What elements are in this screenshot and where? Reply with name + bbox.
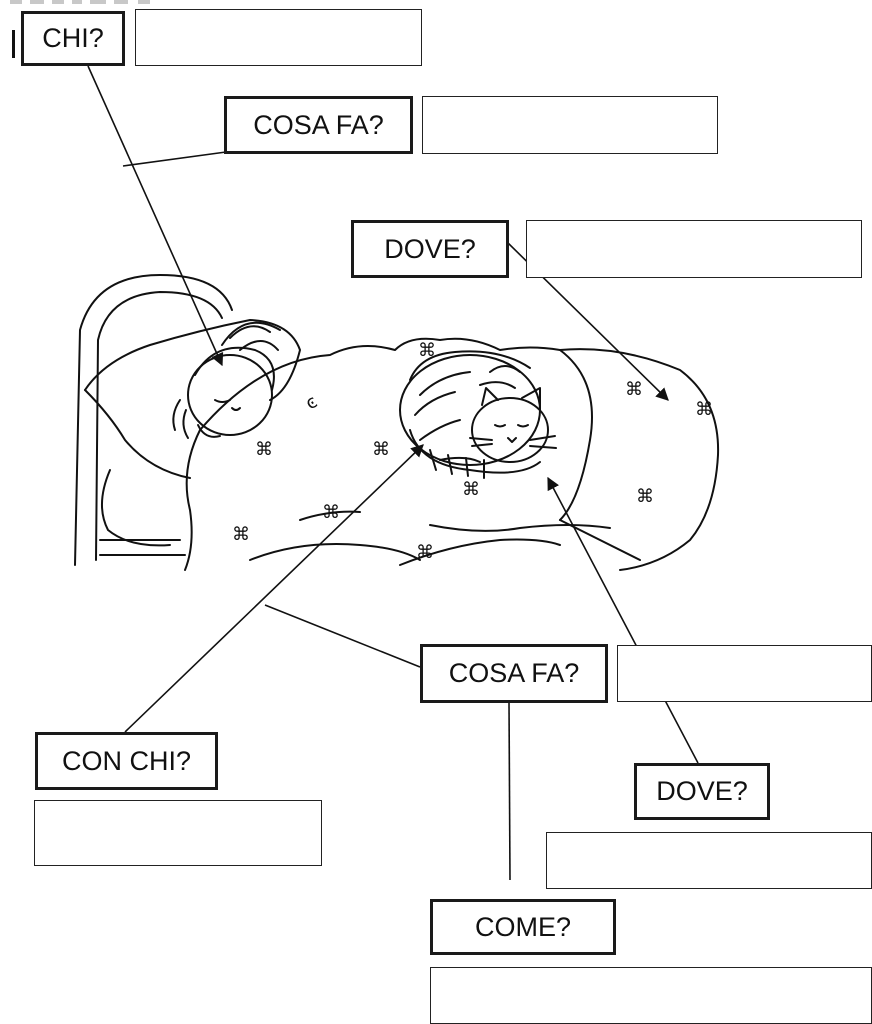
dove-bottom-label: DOVE? (634, 763, 770, 820)
con-chi-arrow (124, 444, 424, 733)
pillow (84, 319, 301, 401)
left-edge-mark (12, 30, 15, 58)
con-chi-label: CON CHI? (35, 732, 218, 790)
svg-text:⌘: ⌘ (636, 486, 654, 507)
chi-label: CHI? (21, 11, 125, 66)
svg-text:⌘: ⌘ (416, 542, 434, 563)
cosa-fa-bottom-connector (264, 604, 421, 668)
come-connector (508, 701, 511, 881)
dove-bottom-answer-box[interactable] (546, 832, 872, 889)
svg-text:⌘: ⌘ (625, 379, 643, 400)
bed-headboard (74, 274, 233, 566)
cosa-fa-top-connector (122, 151, 227, 167)
con-chi-answer-box[interactable] (34, 800, 322, 866)
cosa-fa-top-label: COSA FA? (224, 96, 413, 154)
chi-answer-box[interactable] (135, 9, 422, 66)
dove-top-answer-box[interactable] (526, 220, 862, 278)
svg-text:⌘: ⌘ (418, 340, 436, 361)
come-answer-box[interactable] (430, 967, 872, 1024)
svg-text:ͼ: ͼ (302, 391, 321, 414)
blanket (199, 337, 720, 571)
svg-text:⌘: ⌘ (232, 524, 250, 545)
come-label: COME? (430, 899, 616, 955)
svg-text:⌘: ⌘ (695, 399, 713, 420)
svg-text:⌘: ⌘ (255, 439, 273, 460)
dove-top-label: DOVE? (351, 220, 509, 278)
cut-off-title-fragment (10, 0, 150, 4)
cosa-fa-bottom-label: COSA FA? (420, 644, 608, 703)
cosa-fa-top-answer-box[interactable] (422, 96, 718, 154)
svg-text:⌘: ⌘ (322, 502, 340, 523)
svg-text:⌘: ⌘ (372, 439, 390, 460)
chi-arrow (87, 65, 224, 367)
cosa-fa-bottom-answer-box[interactable] (617, 645, 872, 702)
cat-head (471, 397, 549, 463)
girl-head (187, 354, 273, 436)
dove-bottom-arrow (547, 476, 699, 764)
svg-text:⌘: ⌘ (462, 479, 480, 500)
